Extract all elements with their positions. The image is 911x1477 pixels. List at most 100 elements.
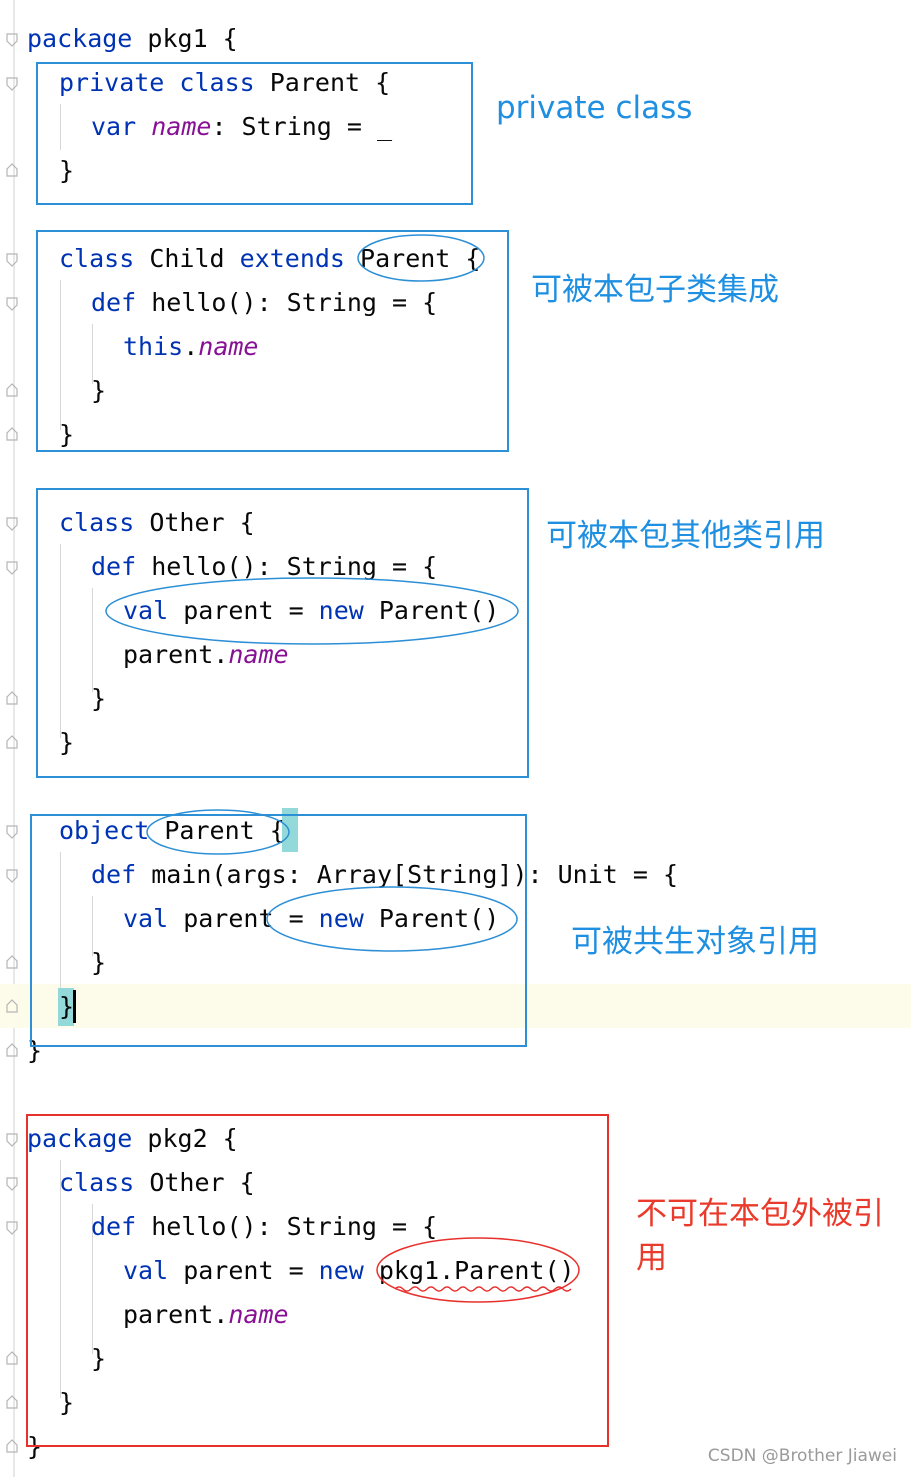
close-brace: }: [59, 420, 75, 449]
field-name: name: [228, 1300, 289, 1329]
code-text: Other {: [134, 1168, 255, 1197]
brace-match-highlight: [58, 988, 74, 1026]
close-brace: }: [59, 1388, 75, 1417]
close-brace: }: [59, 156, 75, 185]
code-text: Child: [134, 244, 240, 273]
keyword: extends: [239, 244, 345, 273]
annotation-box-child: [36, 230, 509, 452]
field-name: name: [198, 332, 259, 361]
fold-open-icon[interactable]: [6, 561, 18, 575]
annotation-companion-ref: 可被共生对象引用: [571, 924, 819, 960]
code-text: hello(): String = {: [136, 552, 438, 581]
code-text: parent.: [123, 640, 229, 669]
fold-close-icon[interactable]: [6, 999, 18, 1013]
close-brace: }: [59, 992, 75, 1021]
code-text: hello(): String = {: [136, 288, 438, 317]
code-text: parent =: [168, 1256, 319, 1285]
code-line-close[interactable]: }: [27, 1381, 74, 1425]
indent-guide: [60, 104, 61, 150]
code-text: : String = _: [211, 112, 393, 141]
code-line-other-class[interactable]: class Other {: [27, 1161, 255, 1205]
code-line-close[interactable]: }: [27, 721, 74, 765]
indent-guide: [92, 896, 93, 956]
code-text: main(args: Array[String]): Unit = {: [136, 860, 679, 889]
fold-open-icon[interactable]: [6, 1221, 18, 1235]
fold-close-icon[interactable]: [6, 1351, 18, 1365]
code-text: parent.: [123, 1300, 229, 1329]
code-line-close[interactable]: }: [27, 369, 106, 413]
indent-guide: [92, 324, 93, 384]
close-brace: }: [59, 728, 75, 757]
fold-open-icon[interactable]: [6, 1133, 18, 1147]
code-line-parent-name[interactable]: parent.name: [27, 1293, 289, 1337]
keyword: def: [91, 1212, 137, 1241]
code-text: hello(): String = {: [136, 1212, 438, 1241]
code-line-def-main[interactable]: def main(args: Array[String]): Unit = {: [27, 853, 678, 897]
field-name: name: [228, 640, 289, 669]
fold-open-icon[interactable]: [6, 869, 18, 883]
code-line-def-hello[interactable]: def hello(): String = {: [27, 1205, 437, 1249]
fold-close-icon[interactable]: [6, 735, 18, 749]
keyword: this: [123, 332, 184, 361]
annotation-child-inherit: 可被本包子类集成: [531, 272, 779, 308]
code-line-other-class[interactable]: class Other {: [27, 501, 255, 545]
keyword: val: [123, 904, 169, 933]
code-line-def-hello[interactable]: def hello(): String = {: [27, 545, 437, 589]
fold-close-icon[interactable]: [6, 691, 18, 705]
keyword: private: [59, 68, 165, 97]
code-line-close[interactable]: }: [27, 1337, 106, 1381]
fold-close-icon[interactable]: [6, 1439, 18, 1453]
indent-guide: [60, 544, 61, 738]
code-line-this-name[interactable]: this.name: [27, 325, 259, 369]
indent-guide: [60, 852, 61, 1002]
close-brace: }: [91, 948, 107, 977]
close-brace: }: [91, 1344, 107, 1373]
fold-open-icon[interactable]: [6, 517, 18, 531]
close-brace: }: [91, 684, 107, 713]
code-line-pkg1[interactable]: package pkg1 {: [27, 17, 238, 61]
keyword: package: [27, 24, 133, 53]
annotation-box-outside-package: [26, 1114, 609, 1447]
keyword: class: [179, 68, 255, 97]
code-line-close[interactable]: }: [27, 941, 106, 985]
code-line-parent-name[interactable]: parent.name: [27, 633, 289, 677]
annotation-box-other: [36, 488, 529, 778]
field-name: name: [151, 112, 212, 141]
code-text: pkg1 {: [132, 24, 238, 53]
fold-open-icon[interactable]: [6, 297, 18, 311]
keyword: def: [91, 552, 137, 581]
fold-open-icon[interactable]: [6, 253, 18, 267]
keyword: class: [59, 1168, 135, 1197]
fold-open-icon[interactable]: [6, 33, 18, 47]
keyword: new: [318, 1256, 364, 1285]
keyword: var: [91, 112, 137, 141]
code-line-pkg2[interactable]: package pkg2 {: [27, 1117, 238, 1161]
fold-close-icon[interactable]: [6, 427, 18, 441]
fold-open-icon[interactable]: [6, 1177, 18, 1191]
current-line-highlight: [0, 984, 911, 1028]
code-line-def-hello[interactable]: def hello(): String = {: [27, 281, 437, 325]
annotation-box-private-class: [36, 62, 473, 205]
fold-close-icon[interactable]: [6, 163, 18, 177]
code-line-close[interactable]: }: [27, 677, 106, 721]
fold-close-icon[interactable]: [6, 1043, 18, 1057]
fold-open-icon[interactable]: [6, 825, 18, 839]
code-line-var-name[interactable]: var name: String = _: [27, 105, 392, 149]
keyword: class: [59, 244, 135, 273]
code-text: pkg2 {: [132, 1124, 238, 1153]
indent-guide: [60, 1160, 61, 1398]
fold-close-icon[interactable]: [6, 383, 18, 397]
fold-open-icon[interactable]: [6, 77, 18, 91]
code-line-close[interactable]: }: [27, 413, 74, 457]
keyword: object: [59, 816, 150, 845]
code-text: Other {: [134, 508, 255, 537]
annotation-outside-package-line2: 用: [636, 1240, 667, 1276]
code-line-parent-class[interactable]: private class Parent {: [27, 61, 390, 105]
text-caret: [73, 990, 76, 1023]
fold-close-icon[interactable]: [6, 1395, 18, 1409]
code-line-close-current[interactable]: }: [27, 985, 74, 1029]
fold-close-icon[interactable]: [6, 955, 18, 969]
code-text: Parent {: [254, 68, 391, 97]
indent-guide: [60, 280, 61, 430]
code-line-close[interactable]: }: [27, 149, 74, 193]
